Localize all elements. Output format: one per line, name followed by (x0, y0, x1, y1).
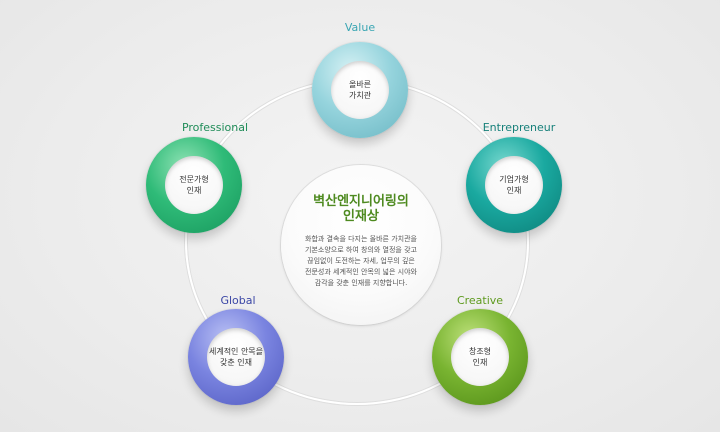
node-value-text: 올바른 가치관 (348, 80, 372, 100)
node-value: 올바른 가치관 (312, 42, 408, 138)
node-professional: 전문가형 인재 (146, 137, 242, 233)
center-title: 벽산엔지니어링의 인재상 (313, 194, 409, 224)
node-creative-text: 창조형 인재 (468, 347, 492, 367)
node-creative-inner (451, 328, 509, 386)
label-global: Global (220, 294, 256, 307)
label-professional: Professional (181, 121, 249, 134)
center-description: 화합과 결속을 다지는 올바른 가치관을 기본소양으로 하여 창의와 열정을 갖… (305, 235, 417, 287)
center-disk (281, 165, 441, 325)
node-entrepreneur-inner (485, 156, 543, 214)
node-global-inner (207, 328, 265, 386)
node-professional-inner (165, 156, 223, 214)
label-creative: Creative (456, 294, 504, 307)
node-entrepreneur-text: 기업가형 인재 (499, 175, 529, 195)
node-entrepreneur: 기업가형 인재 (466, 137, 562, 233)
node-global: 세계적인 안목을 갖춘 인재 (188, 309, 284, 405)
node-global-text: 세계적인 안목을 갖춘 인재 (208, 347, 264, 367)
label-value: Value (344, 21, 376, 34)
node-professional-text: 전문가형 인재 (179, 175, 209, 195)
label-entrepreneur: Entrepreneur (482, 121, 556, 134)
node-creative: 창조형 인재 (432, 309, 528, 405)
node-value-inner (331, 61, 389, 119)
